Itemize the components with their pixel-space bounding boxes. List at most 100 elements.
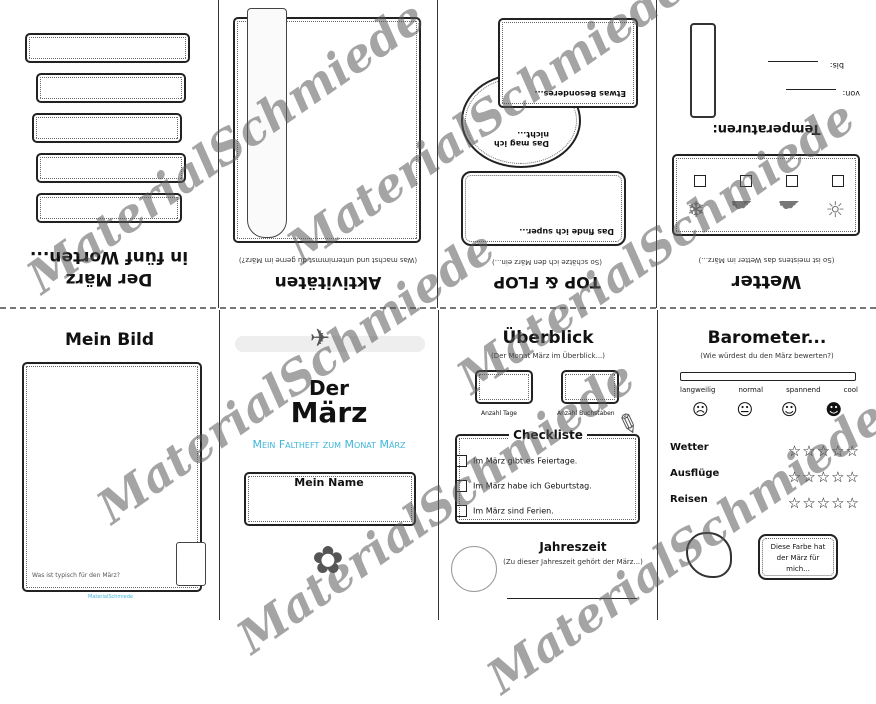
rating-reisen: Reisen ☆☆☆☆☆ [670,494,860,512]
checklist-title-text: Checkliste [509,428,587,442]
bis-label: bis: [829,61,844,70]
temperaturen-title: Temperaturen: [712,121,821,136]
von-label: von: [842,89,860,98]
logo: MaterialSchmiede [88,594,133,600]
worte-title-line2: in fünf Worten... [29,247,189,267]
weather-icons: ☼ ☁ ☁ ❄ [674,195,858,220]
season-subtitle: (Zu dieser Jahreszeit gehört der März...… [503,558,643,566]
sad-face-icon: ☹ [692,400,709,419]
color-speech-bubble: Diese Farbe hat der März für mich... [758,534,838,580]
sun-icon: ☼ [825,195,846,220]
checklist-item[interactable]: Im März gibt es Feiertage. [455,455,577,467]
scale-label: cool [843,386,858,394]
thermometer-icon [690,23,716,118]
smile-face-icon: ☺ [780,400,798,419]
checkbox[interactable] [455,480,467,492]
banner [235,336,425,352]
color-splash-icon[interactable] [686,532,732,578]
wetter-subtitle: (So ist meistens das Wetter im März...) [698,256,835,264]
season-answer-line[interactable] [507,598,637,599]
ueberblick-subtitle: (Der Monat März im Überblick...) [490,352,606,360]
rating-wetter: Wetter ☆☆☆☆☆ [670,442,860,460]
name-label: Mein Name [294,476,364,489]
checklist-item[interactable]: Im März habe ich Geburtstag. [455,480,592,492]
weather-checkbox[interactable] [832,175,844,187]
super-bubble[interactable]: Das finde ich super... [461,171,626,246]
bis-line[interactable] [768,61,818,62]
besonderes-bubble[interactable]: Etwas Besonderes... [498,18,638,108]
tage-box[interactable] [475,370,533,404]
paper-plane-icon: ✈ [310,324,331,352]
seasons-wheel-icon [451,546,497,592]
barometer-subtitle: (Wie würdest du den März bewerten?) [700,352,834,360]
word-box[interactable] [25,33,190,63]
panel-barometer: Barometer... (Wie würdest du den März be… [657,310,876,620]
checklist-item-label: Im März habe ich Geburtstag. [473,481,592,491]
happy-face-icon: ☻ [825,400,842,419]
star-rating[interactable]: ☆☆☆☆☆ [787,468,860,486]
checklist-title: Checkliste [439,428,657,442]
star-rating[interactable]: ☆☆☆☆☆ [787,442,860,460]
panel-aktivitaeten: Aktivitäten (Was machst und unternimmst … [219,0,438,308]
panel-cover: ✈ Der März Mein Faltheft zum Monat März … [219,310,438,620]
besonderes-label: Etwas Besonderes... [534,89,626,98]
word-box[interactable] [36,153,186,183]
rating-label: Wetter [670,442,709,453]
rain-cloud-icon: ☁ [778,195,801,220]
bottom-half: Mein Bild Was ist typisch für den März? … [0,310,876,620]
star-rating[interactable]: ☆☆☆☆☆ [787,494,860,512]
scale-label: spannend [786,386,821,394]
neutral-face-icon: 😐 [736,400,754,419]
rating-label: Ausflüge [670,468,720,479]
aktivitaeten-title: Aktivitäten [274,272,382,292]
rating-bar[interactable] [680,372,856,381]
weather-checkbox[interactable] [740,175,752,187]
panel-wetter: Wetter (So ist meistens das Wetter im Mä… [657,0,876,308]
word-box[interactable] [32,113,182,143]
color-text: Diese Farbe hat der März für mich... [770,543,826,573]
tage-label: Anzahl Tage [481,410,517,417]
word-box[interactable] [36,73,186,103]
weather-checkbox[interactable] [694,175,706,187]
fold-line [0,307,876,309]
snow-icon: ❄ [686,195,706,220]
weather-choice-box: ☼ ☁ ☁ ❄ [672,154,860,236]
word-box[interactable] [36,193,182,223]
season-title: Jahreszeit [539,540,607,554]
bild-caption: Was ist typisch für den März? [32,572,120,579]
top-half-upside-down: Wetter (So ist meistens das Wetter im Mä… [0,0,876,308]
mood-faces: ☹ 😐 ☺ ☻ [692,400,842,419]
barometer-title: Barometer... [707,328,827,348]
panel-mein-bild: Mein Bild Was ist typisch für den März? … [0,310,219,620]
rating-ausfluege: Ausflüge ☆☆☆☆☆ [670,468,860,486]
boy-illustration [247,8,287,238]
checkbox[interactable] [455,455,467,467]
aktivitaeten-subtitle: (Was machst und unternimmst du gerne im … [238,256,418,264]
scale-label: normal [738,386,764,394]
checklist-item-label: Im März gibt es Feiertage. [473,456,578,466]
rating-label: Reisen [670,494,708,505]
panel-top-flop: TOP & FLOP (So schätze ich den März ein.… [438,0,657,308]
von-line[interactable] [786,89,836,90]
wind-cloud-icon: ☁ [730,195,753,220]
buchstaben-box[interactable] [561,370,619,404]
drawing-box[interactable] [22,362,202,592]
cover-title-der: Der [308,376,350,400]
buchstaben-label: Anzahl Buchstaben [557,410,615,417]
name-box[interactable] [244,472,416,526]
wetter-title: Wetter [731,271,802,292]
cover-title-maerz: März [290,396,368,429]
topflop-subtitle: (So schätze ich den März ein...) [492,258,602,266]
nicht-label: Das mag ich nicht... [493,130,549,148]
checklist-box [455,434,640,524]
ueberblick-title: Überblick [502,328,594,348]
weather-checkbox[interactable] [786,175,798,187]
topflop-title: TOP & FLOP [493,273,601,292]
pencil-cup-icon [176,542,206,586]
checklist-item[interactable]: Im März sind Ferien. [455,505,554,517]
checklist-item-label: Im März sind Ferien. [473,506,554,516]
checkbox[interactable] [455,505,467,517]
